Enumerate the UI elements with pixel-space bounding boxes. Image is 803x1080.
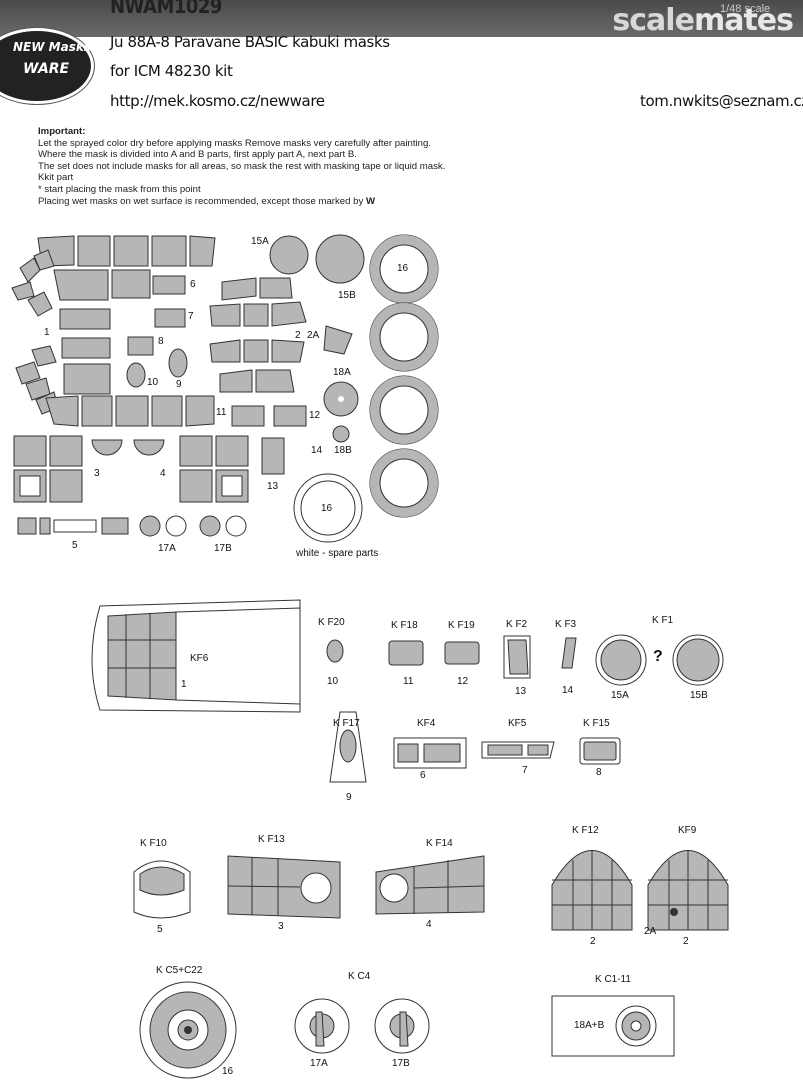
- sheet-label: 10: [147, 377, 159, 388]
- kf-part: 6: [420, 770, 426, 781]
- kf-code: K F17: [333, 718, 360, 729]
- new-ware-logo: NEW Masks WARE: [0, 28, 94, 104]
- sheet-label: 6: [190, 279, 196, 290]
- note-line: The set does not include masks for all a…: [38, 160, 446, 172]
- kf-part: 15B: [690, 690, 708, 701]
- wet-mark-icon: W: [365, 195, 376, 207]
- sheet-label: 16: [321, 503, 333, 514]
- kf-code: K F19: [448, 620, 475, 631]
- kc-row: [139, 981, 675, 1079]
- sheet-label: 14: [311, 445, 323, 456]
- kf-part: 7: [522, 765, 528, 776]
- kf-part: 2: [683, 936, 689, 947]
- kf-part: 14: [562, 685, 574, 696]
- scale-label: 1/48 scale: [720, 3, 771, 15]
- sheet-label: 7: [188, 311, 194, 322]
- kf-code: KF9: [678, 825, 697, 836]
- kc-code: K C4: [348, 971, 371, 982]
- kf-part: 2A: [644, 926, 657, 937]
- kc-part: 16: [222, 1066, 234, 1077]
- kc-code: K C5+C22: [156, 965, 203, 976]
- kf-code: KF5: [508, 718, 527, 729]
- header-bar: [0, 0, 803, 37]
- kf-code: K F12: [572, 825, 599, 836]
- kf-part: 12: [457, 676, 469, 687]
- important-notes: Important: Let the sprayed color dry bef…: [38, 126, 445, 207]
- kf-part: 8: [596, 767, 602, 778]
- sheet-label: 18B: [334, 445, 352, 456]
- kf-part: 11: [403, 676, 414, 687]
- note-line: Kkit part: [38, 172, 74, 184]
- kc-part: 17A: [310, 1058, 328, 1069]
- sheet-label: 17A: [158, 543, 176, 554]
- sheet-label: 2: [295, 330, 301, 341]
- kf-part: 3: [278, 921, 284, 932]
- notes-heading: Important:: [38, 126, 86, 137]
- kf-code: KF4: [417, 718, 436, 729]
- product-title: Ju 88A-8 Paravane BASIC kabuki masks: [110, 33, 390, 51]
- mask-sheet: [11, 234, 439, 543]
- kf-code: K F2: [506, 619, 528, 630]
- sheet-label: 5: [72, 540, 78, 551]
- sheet-label: 15B: [338, 290, 356, 301]
- kf-part: 1: [181, 679, 187, 690]
- kf-part: 10: [327, 676, 339, 687]
- sheet-label: 13: [267, 481, 279, 492]
- kf-code: K F1: [652, 615, 674, 626]
- sheet-label: 8: [158, 336, 164, 347]
- sheet-label: 4: [160, 468, 166, 479]
- kf-code: K F20: [318, 617, 345, 628]
- kf-code: KF6: [190, 653, 209, 664]
- sheet-label: 11: [216, 407, 227, 418]
- spare-parts-note: white - spare parts: [296, 548, 379, 559]
- unknown-mark: ?: [653, 648, 663, 665]
- kf-code: K F15: [583, 718, 610, 729]
- sheet-label: 1: [44, 327, 50, 338]
- sheet-label: 12: [309, 410, 321, 421]
- contact-email[interactable]: tom.nwkits@seznam.cz: [640, 92, 803, 110]
- sheet-label: 3: [94, 468, 100, 479]
- kf-code: K F10: [140, 838, 167, 849]
- kf-row-2: [329, 711, 621, 783]
- scalemates-watermark: scalemates: [612, 3, 794, 38]
- kf-part: 4: [426, 919, 432, 930]
- kc-part: 18A+B: [574, 1020, 605, 1031]
- sheet-label: 18A: [333, 367, 351, 378]
- note-line: Placing wet masks on wet surface is reco…: [38, 195, 376, 207]
- note-line: * start placing the mask from this point: [38, 183, 201, 195]
- kf-code: K F14: [426, 838, 453, 849]
- kf-code: K F13: [258, 834, 285, 845]
- kf-part: 9: [346, 792, 352, 803]
- kc-code: K C1-11: [595, 974, 631, 985]
- kf-row-3: [133, 850, 729, 931]
- sheet-label: 17B: [214, 543, 232, 554]
- website-url[interactable]: http://mek.kosmo.cz/newware: [110, 92, 325, 110]
- sheet-label: 9: [176, 379, 182, 390]
- kf-part: 15A: [611, 690, 629, 701]
- kf-code: K F18: [391, 620, 418, 631]
- sheet-label: 16: [397, 263, 409, 274]
- kf-part: 13: [515, 686, 527, 697]
- note-line: Where the mask is divided into A and B p…: [38, 149, 357, 161]
- kit-reference: for ICM 48230 kit: [110, 62, 233, 80]
- kf-code: K F3: [555, 619, 577, 630]
- sheet-label: 15A: [251, 236, 269, 247]
- note-line: Let the sprayed color dry before applyin…: [38, 137, 431, 149]
- product-code: NWAM1029: [110, 0, 222, 18]
- kc-part: 17B: [392, 1058, 410, 1069]
- kf-row-1: [91, 599, 724, 713]
- kf-part: 5: [157, 924, 163, 935]
- sheet-label: 2A: [307, 330, 320, 341]
- kf-part: 2: [590, 936, 596, 947]
